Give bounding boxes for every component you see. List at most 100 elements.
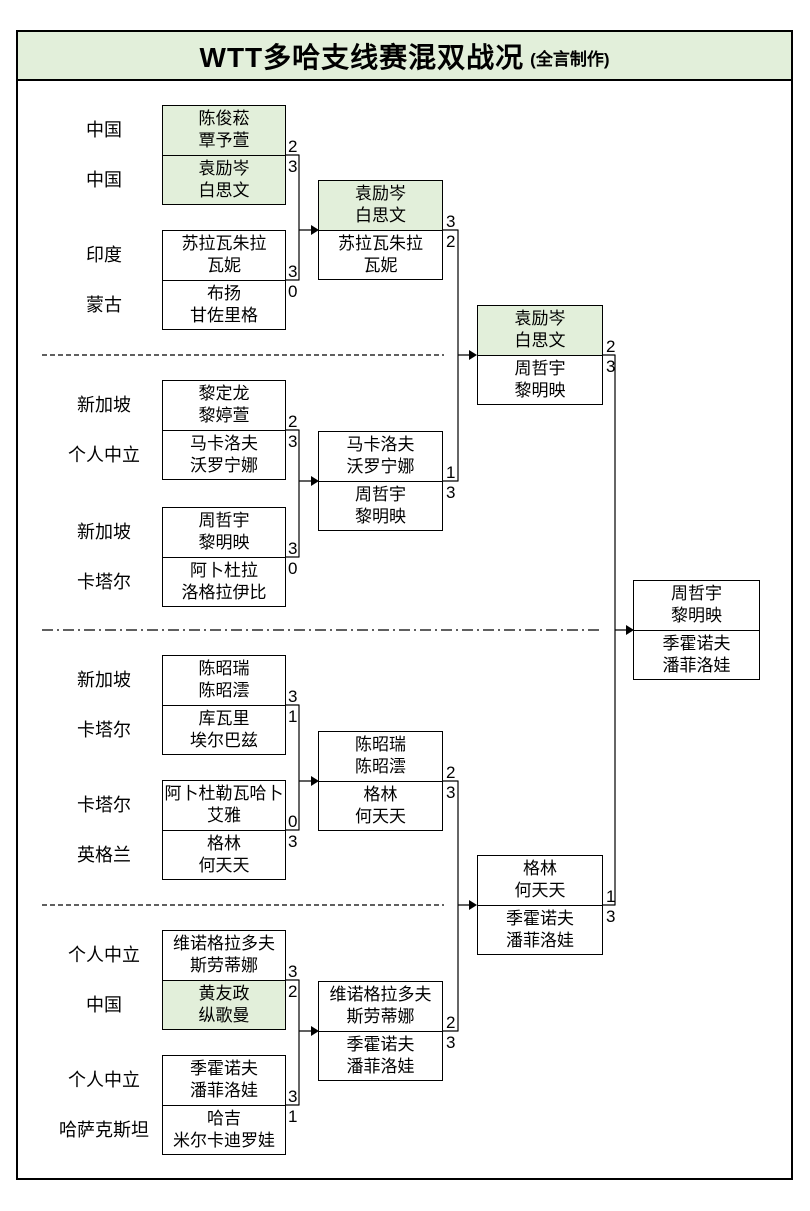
final-match: 周哲宇黎明映 季霍诺夫潘菲洛娃 <box>633 580 760 680</box>
match-pair: 袁励岑白思文 周哲宇黎明映 <box>477 305 603 405</box>
team-cell: 袁励岑白思文 <box>163 155 285 204</box>
country-label: 卡塔尔 <box>77 795 131 815</box>
player-name: 甘佐里格 <box>190 305 258 325</box>
player-name: 斯劳蒂娜 <box>346 1007 415 1027</box>
score-label: 3 <box>446 1033 456 1052</box>
player-name: 袁励岑 <box>355 184 406 204</box>
score-label: 1 <box>606 887 616 906</box>
player-name: 陈昭瑞 <box>355 735 406 755</box>
player-name: 黎明映 <box>198 533 250 553</box>
match-pair: 陈昭瑞陈昭澐 库瓦里埃尔巴兹 <box>162 655 286 755</box>
score-label: 3 <box>288 157 298 176</box>
player-name: 陈俊菘 <box>198 109 250 129</box>
match-pair: 苏拉瓦朱拉瓦妮 布扬甘佐里格 <box>162 230 286 330</box>
player-name: 斯劳蒂娜 <box>190 956 258 976</box>
score-label: 2 <box>288 982 298 1001</box>
score-label: 2 <box>606 337 616 356</box>
player-name: 何天天 <box>514 881 566 901</box>
score-label: 2 <box>288 137 298 156</box>
match-pair: 马卡洛夫沃罗宁娜 周哲宇黎明映 <box>318 431 443 531</box>
team-cell: 陈俊菘覃予萱 <box>163 106 285 156</box>
team-cell: 格林何天天 <box>163 830 285 879</box>
score-label: 3 <box>288 687 298 706</box>
team-cell: 季霍诺夫潘菲洛娃 <box>478 905 602 954</box>
score-label: 3 <box>288 832 298 851</box>
player-name: 米尔卡迪罗娃 <box>173 1130 275 1150</box>
team-cell: 陈昭瑞陈昭澐 <box>319 732 442 782</box>
player-name: 季霍诺夫 <box>506 908 574 928</box>
team-cell: 周哲宇黎明映 <box>163 508 285 558</box>
player-name: 周哲宇 <box>355 484 406 504</box>
player-name: 陈昭澐 <box>355 757 406 777</box>
score-label: 3 <box>606 357 616 376</box>
player-name: 埃尔巴兹 <box>190 730 258 750</box>
player-name: 黎明映 <box>514 380 566 400</box>
match-pair: 阿卜杜勒瓦哈卜艾雅 格林何天天 <box>162 780 286 880</box>
player-name: 马卡洛夫 <box>346 435 415 455</box>
country-label: 卡塔尔 <box>77 720 131 740</box>
player-name: 黎婷萱 <box>198 406 250 426</box>
country-label: 哈萨克斯坦 <box>59 1120 149 1140</box>
score-label: 1 <box>288 1107 298 1126</box>
match-pair: 陈昭瑞陈昭澐 格林何天天 <box>318 731 443 831</box>
player-name: 白思文 <box>198 180 250 200</box>
score-label: 1 <box>446 463 456 482</box>
player-name: 瓦妮 <box>207 256 241 276</box>
match-pair: 陈俊菘覃予萱 袁励岑白思文 <box>162 105 286 205</box>
team-cell: 维诺格拉多夫斯劳蒂娜 <box>319 982 442 1032</box>
player-name: 黎定龙 <box>198 384 250 404</box>
player-name: 潘菲洛娃 <box>506 930 574 950</box>
match-pair: 黎定龙黎婷萱 马卡洛夫沃罗宁娜 <box>162 380 286 480</box>
team-cell: 布扬甘佐里格 <box>163 280 285 329</box>
player-name: 阿卜杜勒瓦哈卜 <box>164 784 284 804</box>
player-name: 阿卜杜拉 <box>190 560 258 580</box>
player-name: 洛格拉伊比 <box>181 582 267 602</box>
player-name: 潘菲洛娃 <box>190 1081 258 1101</box>
country-label: 卡塔尔 <box>77 572 131 592</box>
player-name: 沃罗宁娜 <box>346 457 415 477</box>
country-label: 中国 <box>86 120 122 140</box>
match-pair: 格林何天天 季霍诺夫潘菲洛娃 <box>477 855 603 955</box>
score-label: 2 <box>446 763 456 782</box>
player-name: 维诺格拉多夫 <box>173 934 275 954</box>
team-cell: 苏拉瓦朱拉瓦妮 <box>163 231 285 281</box>
country-label: 蒙古 <box>86 295 122 315</box>
team-cell: 格林何天天 <box>478 856 602 906</box>
country-label: 中国 <box>86 995 122 1015</box>
match-pair: 季霍诺夫潘菲洛娃 哈吉米尔卡迪罗娃 <box>162 1055 286 1155</box>
title-bar: WTT多哈支线赛混双战况 (全言制作) <box>16 30 793 81</box>
score-label: 3 <box>288 962 298 981</box>
team-cell: 马卡洛夫沃罗宁娜 <box>319 432 442 482</box>
title-credit: (全言制作) <box>530 50 610 69</box>
team-cell: 阿卜杜勒瓦哈卜艾雅 <box>163 781 285 831</box>
score-label: 3 <box>288 539 298 558</box>
team-cell: 库瓦里埃尔巴兹 <box>163 705 285 754</box>
country-label: 印度 <box>86 245 122 265</box>
player-name: 布扬 <box>207 283 241 303</box>
team-cell: 苏拉瓦朱拉瓦妮 <box>319 230 442 279</box>
score-label: 3 <box>288 262 298 281</box>
player-name: 库瓦里 <box>198 708 250 728</box>
player-name: 格林 <box>523 859 557 879</box>
team-cell: 马卡洛夫沃罗宁娜 <box>163 430 285 479</box>
player-name: 白思文 <box>514 331 566 351</box>
player-name: 马卡洛夫 <box>190 433 258 453</box>
player-name: 艾雅 <box>207 806 241 826</box>
score-label: 2 <box>446 1013 456 1032</box>
team-cell: 维诺格拉多夫斯劳蒂娜 <box>163 931 285 981</box>
player-name: 苏拉瓦朱拉 <box>181 234 267 254</box>
player-name: 陈昭瑞 <box>198 659 250 679</box>
player-name: 季霍诺夫 <box>662 633 731 653</box>
player-name: 黄友政 <box>198 983 250 1003</box>
score-label: 0 <box>288 559 298 578</box>
player-name: 白思文 <box>355 206 406 226</box>
player-name: 季霍诺夫 <box>190 1059 258 1079</box>
score-label: 3 <box>446 783 456 802</box>
score-label: 2 <box>446 232 456 251</box>
match-pair: 维诺格拉多夫斯劳蒂娜 季霍诺夫潘菲洛娃 <box>318 981 443 1081</box>
team-cell: 周哲宇黎明映 <box>634 581 759 631</box>
player-name: 维诺格拉多夫 <box>329 985 432 1005</box>
score-label: 3 <box>446 483 456 502</box>
player-name: 纵歌曼 <box>198 1005 250 1025</box>
player-name: 苏拉瓦朱拉 <box>338 233 423 253</box>
